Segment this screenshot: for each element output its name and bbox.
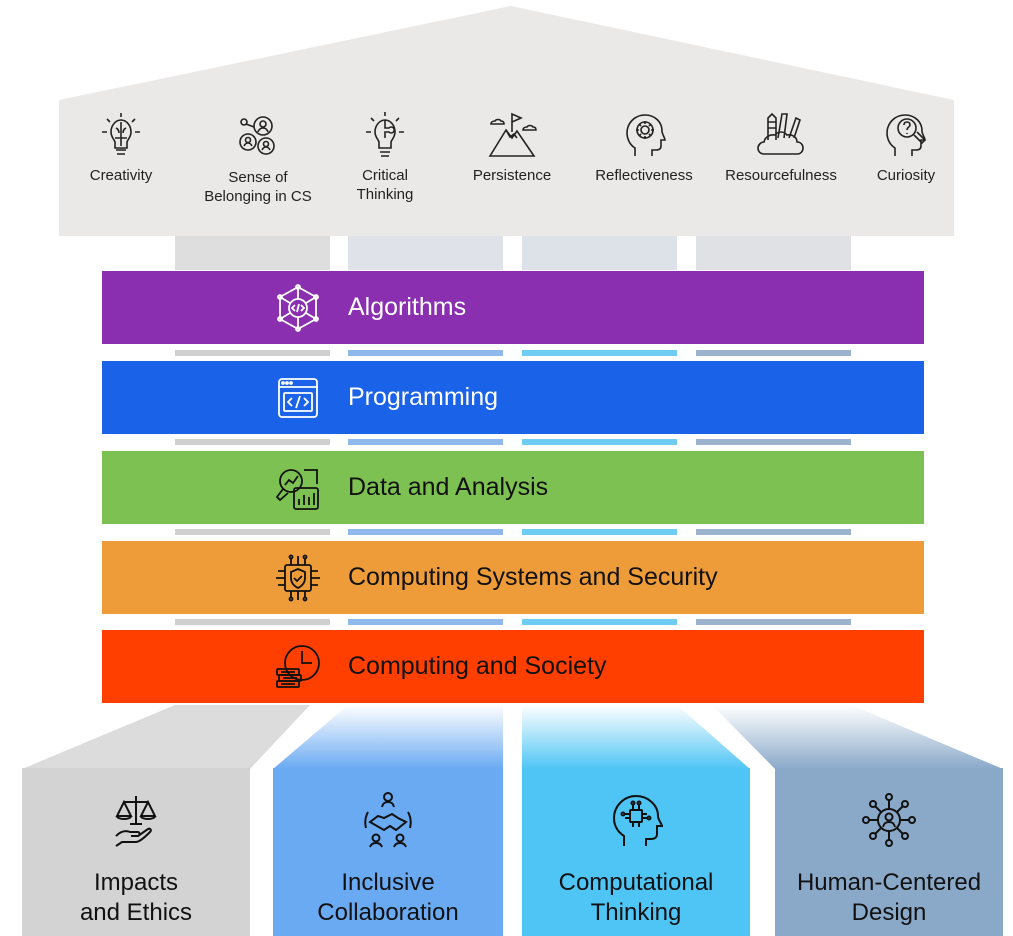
band-label: Data and Analysis: [348, 473, 549, 501]
head-gear-icon: [626, 114, 666, 156]
pillar-label-line2: and Ethics: [79, 899, 193, 926]
attribute-persistence: Persistence: [442, 110, 582, 185]
separator: [696, 439, 851, 445]
pillar-impacts-and-ethics: Impacts and Ethics: [22, 768, 250, 936]
pillar-capitals: [22, 705, 1003, 769]
separator: [175, 619, 330, 625]
separator: [175, 350, 330, 356]
attribute-creativity: Creativity: [51, 110, 191, 185]
pillar-label-line1: Impacts: [93, 869, 179, 896]
pillar-inclusive-collaboration: Inclusive Collaboration: [273, 768, 503, 936]
roof-support: [348, 236, 503, 270]
attribute-critical-thinking: Critical Thinking: [315, 110, 455, 204]
separator: [348, 350, 503, 356]
band-computing-systems-and-security: Computing Systems and Security: [102, 541, 924, 614]
separator: [348, 619, 503, 625]
handshake-people-icon: [364, 792, 412, 848]
separator: [348, 529, 503, 535]
people-network-icon: [239, 116, 275, 155]
pillar-label-line1: Inclusive: [341, 869, 435, 896]
roof-shape: [59, 6, 954, 236]
separator: [696, 619, 851, 625]
art-tools-icon: [757, 112, 804, 155]
band-data-and-analysis: Data and Analysis: [102, 451, 924, 524]
separator: [348, 439, 503, 445]
roof-support: [175, 236, 330, 270]
roof-support: [522, 236, 677, 270]
band-label: Programming: [348, 383, 499, 411]
separator: [522, 350, 677, 356]
attribute-label: Resourcefulness: [725, 167, 837, 184]
head-question-icon: [886, 114, 927, 156]
attribute-reflectiveness: Reflectiveness: [574, 110, 714, 185]
attribute-resourcefulness: Resourcefulness: [711, 110, 851, 185]
attribute-sense-of-belonging: Sense of Belonging in CS: [188, 112, 328, 206]
attribute-curiosity: Curiosity: [836, 110, 976, 185]
pillar-label-line2: Collaboration: [317, 899, 459, 926]
band-label: Computing Systems and Security: [348, 563, 718, 591]
roof-support: [696, 236, 851, 270]
attribute-label: Creativity: [89, 167, 153, 184]
band-label: Computing and Society: [348, 652, 607, 680]
algorithm-network-icon: [277, 284, 319, 332]
clock-books-icon: [276, 645, 320, 688]
pillar-label-line2: Thinking: [590, 899, 682, 926]
chip-shield-icon: [276, 554, 320, 602]
head-circuit-icon: [612, 794, 664, 846]
pillar-label-line1: Computational: [558, 869, 714, 896]
attribute-label: Sense of Belonging in CS: [204, 169, 312, 205]
brain-lightbulb-icon: [102, 113, 140, 155]
band-programming: Programming: [102, 361, 924, 434]
separator: [696, 529, 851, 535]
separator: [175, 529, 330, 535]
separator: [522, 619, 677, 625]
band-algorithms: Algorithms: [102, 271, 924, 344]
attribute-label: Curiosity: [876, 167, 936, 184]
mountain-flag-icon: [488, 112, 537, 157]
pillar-label-line1: Human-Centered: [796, 869, 982, 896]
person-network-icon: [862, 793, 916, 847]
separator: [696, 350, 851, 356]
band-label: Algorithms: [348, 293, 467, 321]
scales-hand-icon: [115, 796, 157, 847]
attribute-label: Reflectiveness: [595, 167, 693, 184]
lightbulb-puzzle-icon: [366, 112, 404, 157]
separator: [522, 439, 677, 445]
attribute-label: Persistence: [472, 167, 552, 184]
pillar-label-line2: Design: [851, 899, 927, 926]
band-computing-and-society: Computing and Society: [102, 630, 924, 703]
data-chart-magnifier-icon: [275, 469, 319, 510]
separator: [175, 439, 330, 445]
separator: [522, 529, 677, 535]
pillar-human-centered-design: Human-Centered Design: [775, 768, 1003, 936]
attribute-label: Critical Thinking: [356, 167, 414, 203]
code-window-icon: [278, 378, 318, 418]
pillar-computational-thinking: Computational Thinking: [522, 768, 750, 936]
